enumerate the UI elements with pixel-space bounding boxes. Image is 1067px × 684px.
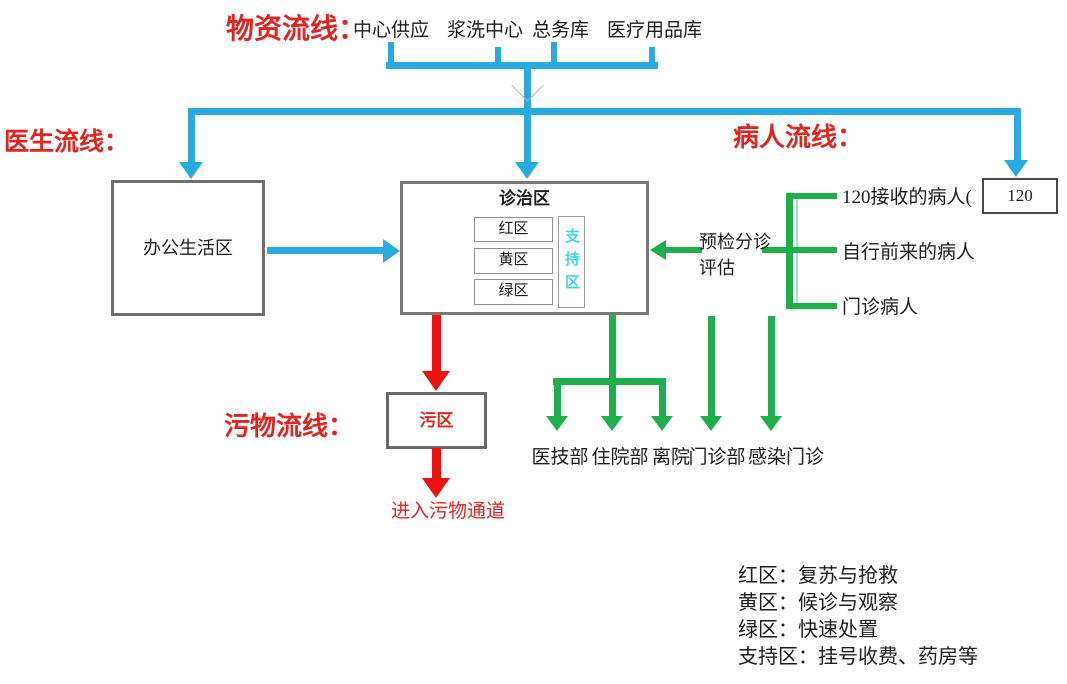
patient-source-label: 120接收的病人( bbox=[842, 187, 972, 208]
patient-source-label: 自行前来的病人 bbox=[842, 242, 976, 263]
ambulance-120-box: 120 bbox=[982, 178, 1058, 214]
arrowhead-down-icon bbox=[1004, 160, 1028, 177]
fan-left-line bbox=[554, 378, 561, 418]
supply-source-label: 总务库 bbox=[532, 20, 590, 41]
office-to-treatment-line bbox=[267, 247, 384, 254]
drop-to-120-line bbox=[1014, 108, 1021, 162]
arrowhead-down-icon bbox=[651, 416, 673, 431]
arrowhead-down-icon bbox=[515, 162, 539, 179]
dirty-area-box: 污区 bbox=[386, 392, 487, 449]
destination-label: 感染门诊 bbox=[747, 447, 825, 468]
arrowhead-down-icon bbox=[179, 162, 203, 179]
triage-label-line2: 评估 bbox=[699, 258, 735, 278]
destination-label: 离院 bbox=[651, 447, 691, 468]
doctor-flow-heading: 医生流线： bbox=[4, 129, 130, 156]
support-zone-box: 支持区 bbox=[558, 216, 585, 308]
supply-flow-heading: 物资流线： bbox=[226, 14, 367, 45]
yellow-zone-box: 黄区 bbox=[474, 248, 553, 274]
dirty-to-channel-line bbox=[432, 448, 441, 480]
destination-label: 门诊部 bbox=[688, 447, 746, 468]
legend-yellow-zone: 黄区：候诊与观察 bbox=[738, 592, 898, 614]
patient-branch-top-line bbox=[786, 193, 837, 199]
triage-label: 预检分诊 评估 bbox=[699, 229, 771, 281]
fan-right-line bbox=[659, 378, 666, 418]
chevron-down-icon bbox=[511, 69, 544, 102]
supply-source-label: 医疗用品库 bbox=[607, 20, 703, 41]
zone-legend: 红区：复苏与抢救 黄区：候诊与观察 绿区：快速处置 支持区：挂号收费、药房等 bbox=[738, 563, 978, 671]
office-area-box: 办公生活区 bbox=[111, 180, 265, 316]
infection-drop-line bbox=[768, 316, 775, 418]
arrowhead-down-icon bbox=[422, 478, 450, 498]
green-zone-label: 绿区 bbox=[498, 283, 529, 300]
fan-bar-line bbox=[553, 378, 666, 385]
legend-red-zone: 红区：复苏与抢救 bbox=[738, 565, 898, 587]
arrowhead-down-icon bbox=[422, 371, 450, 391]
legend-green-zone: 绿区：快速处置 bbox=[738, 619, 878, 641]
outpatient-drop-line bbox=[708, 316, 715, 418]
yellow-zone-label: 黄区 bbox=[498, 252, 529, 269]
treatment-area-label: 诊治区 bbox=[499, 189, 550, 208]
office-area-label: 办公生活区 bbox=[143, 237, 233, 258]
arrowhead-right-icon bbox=[383, 239, 400, 263]
arrowhead-left-icon bbox=[650, 240, 666, 260]
patient-branch-bottom-line bbox=[786, 303, 837, 309]
arrowhead-down-icon bbox=[700, 416, 722, 431]
supply-bracket-tick bbox=[495, 47, 501, 64]
supply-bracket-bar bbox=[386, 62, 658, 69]
supply-bracket-tick bbox=[551, 42, 557, 64]
arrowhead-down-icon bbox=[760, 416, 782, 431]
waste-flow-heading: 污物流线： bbox=[224, 412, 355, 441]
main-distribution-line bbox=[188, 108, 1021, 115]
support-zone-label: 支持区 bbox=[563, 227, 579, 297]
supply-source-label: 浆洗中心 bbox=[447, 20, 524, 41]
legend-support-zone: 支持区：挂号收费、药房等 bbox=[738, 646, 978, 668]
arrowhead-down-icon bbox=[546, 416, 568, 431]
triage-label-line1: 预检分诊 bbox=[699, 232, 771, 252]
treatment-exit-line bbox=[609, 315, 616, 418]
ambulance-120-label: 120 bbox=[1007, 186, 1033, 206]
red-zone-label: 红区 bbox=[498, 220, 529, 237]
treatment-to-dirty-line bbox=[432, 315, 441, 372]
triage-to-treatment-line bbox=[666, 247, 702, 253]
dirty-area-label: 污区 bbox=[419, 410, 454, 430]
patient-source-label: 门诊病人 bbox=[842, 297, 919, 318]
drop-to-office-line bbox=[188, 108, 195, 164]
waste-channel-label: 进入污物通道 bbox=[391, 501, 506, 522]
destination-label: 医技部 bbox=[531, 447, 589, 468]
supply-source-label: 中心供应 bbox=[353, 20, 430, 41]
destination-label: 住院部 bbox=[591, 447, 649, 468]
arrowhead-down-icon bbox=[601, 416, 623, 431]
patient-branch-mid-line bbox=[762, 247, 837, 253]
drop-to-treatment-line bbox=[524, 113, 531, 164]
green-zone-box: 绿区 bbox=[474, 279, 553, 305]
patient-flow-heading: 病人流线： bbox=[733, 123, 864, 152]
supply-bracket-tick bbox=[649, 47, 655, 64]
supply-bracket-drop-line bbox=[524, 67, 531, 113]
red-zone-box: 红区 bbox=[474, 217, 553, 242]
supply-bracket-tick bbox=[388, 42, 394, 64]
